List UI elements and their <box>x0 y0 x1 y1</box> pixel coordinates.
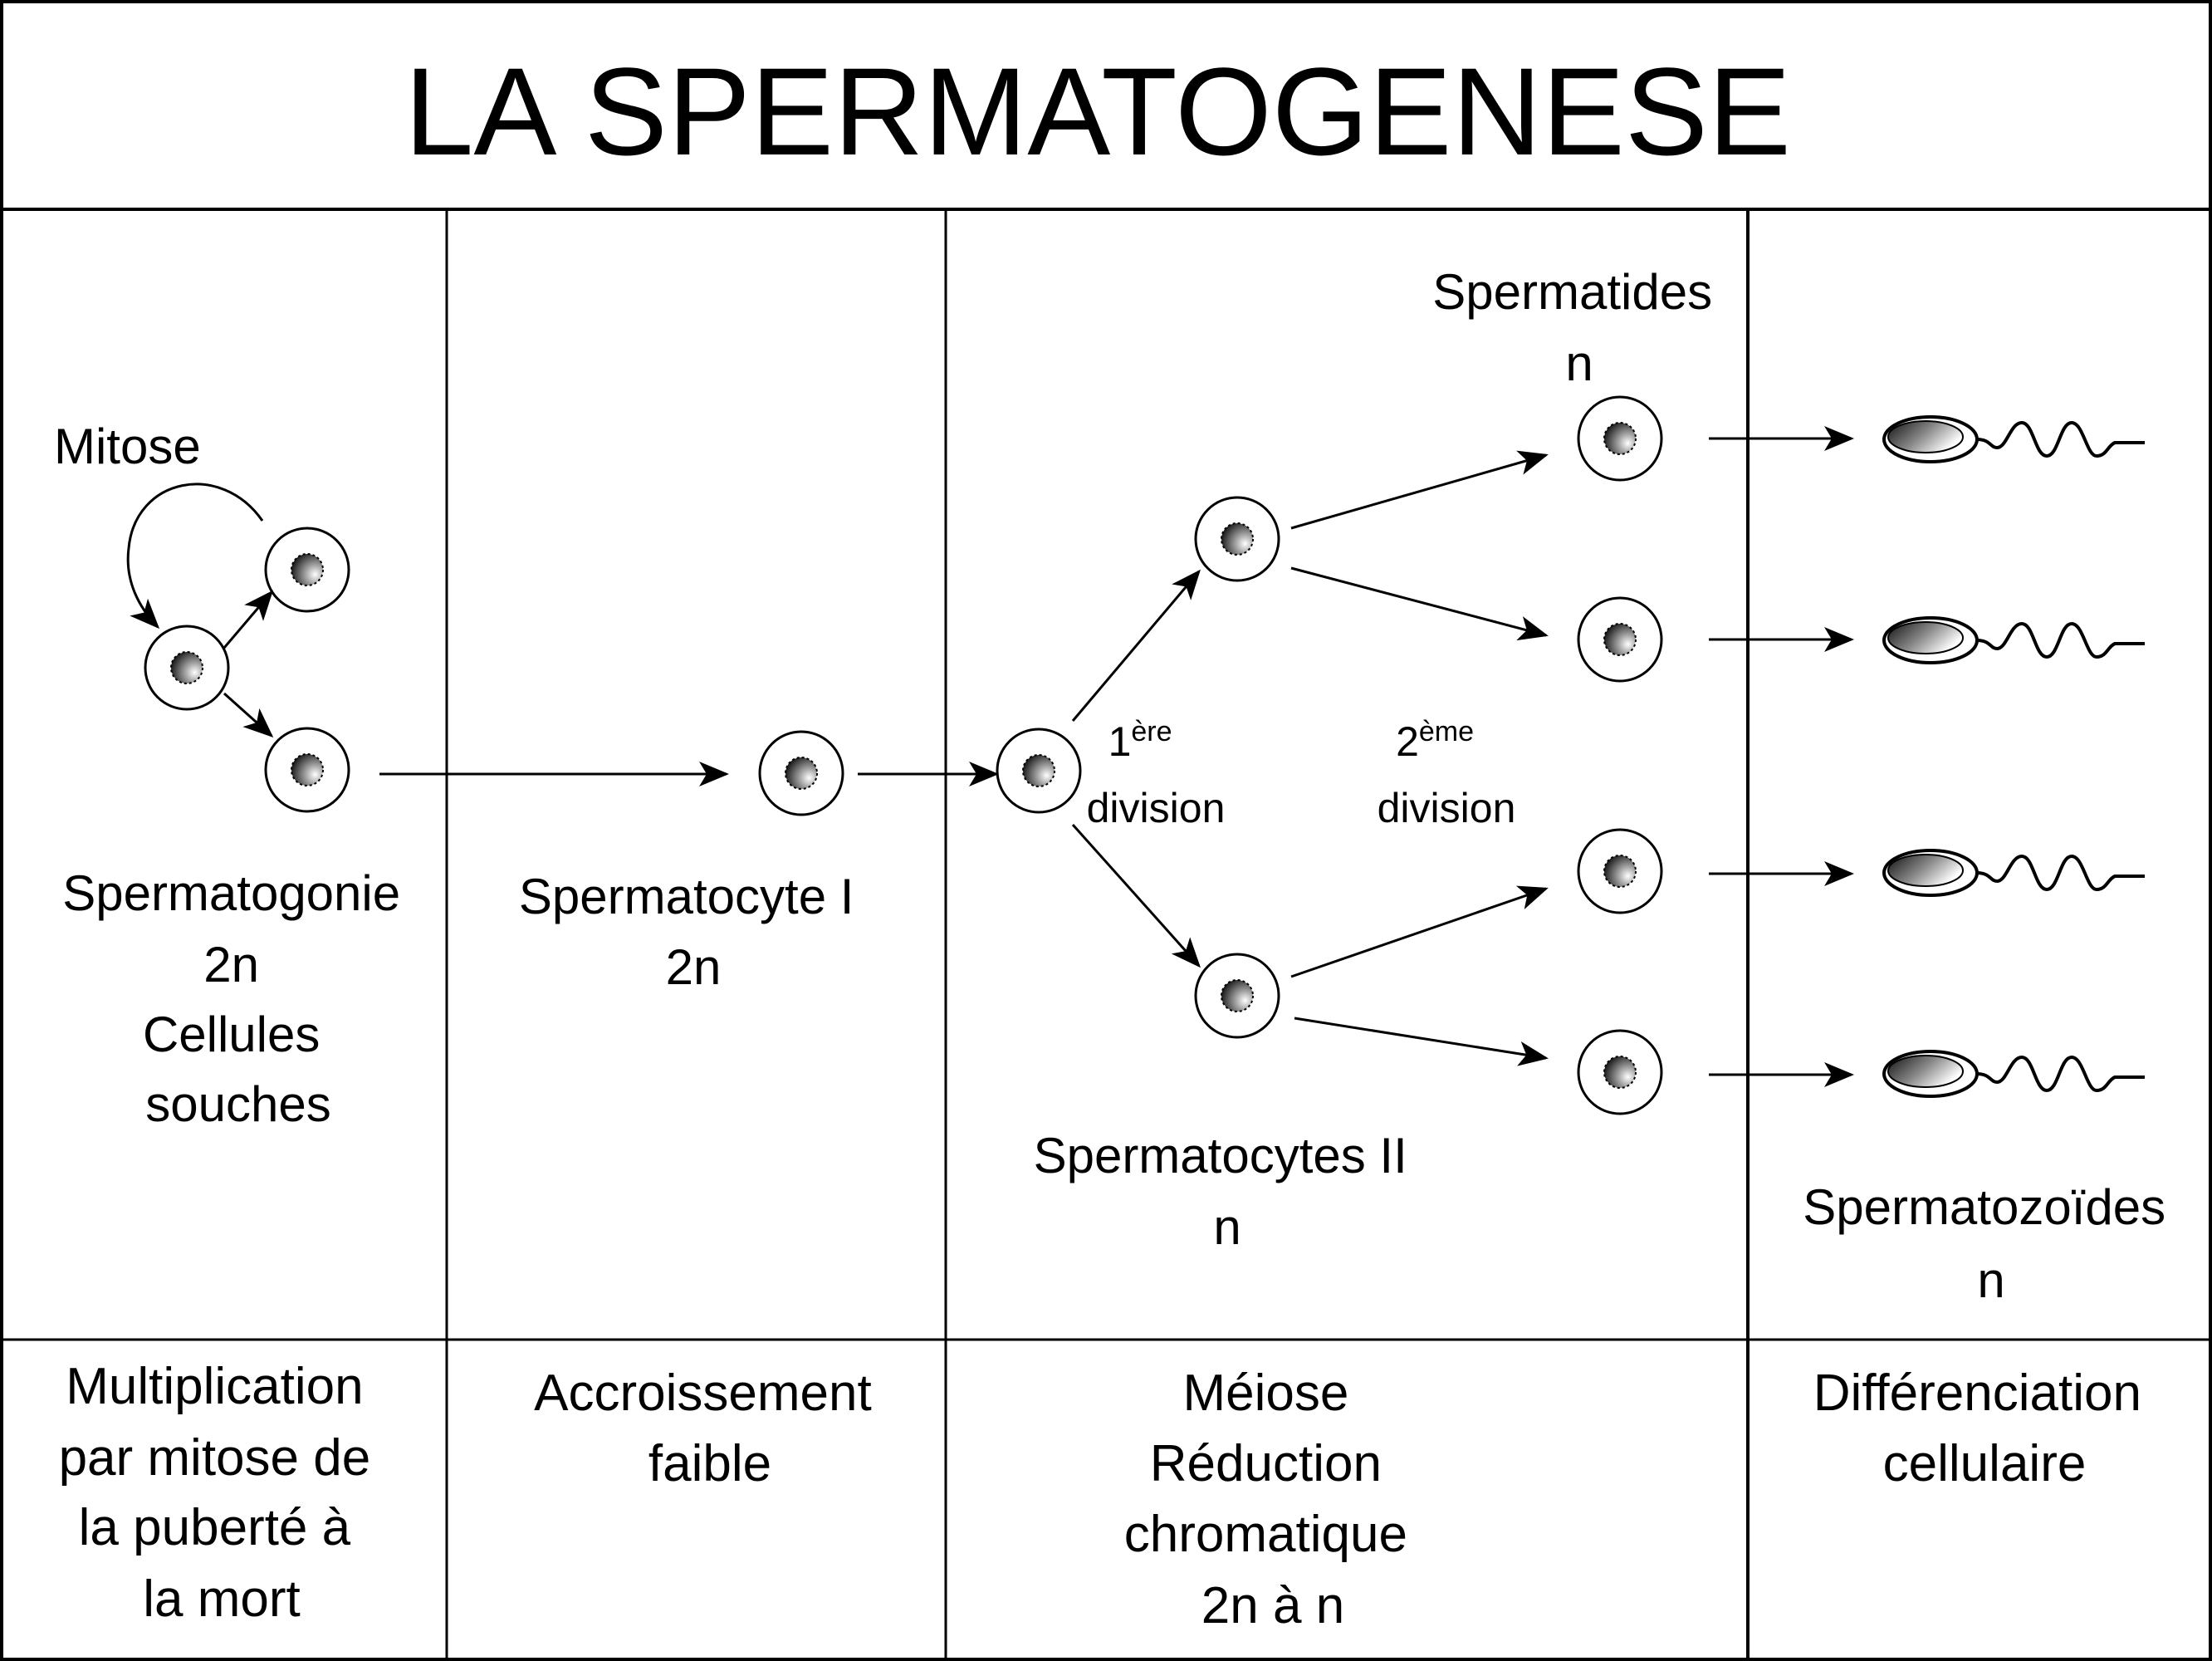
cell-spermatide-4 <box>1577 1029 1663 1115</box>
label-first-division: 1ère division <box>1087 703 1226 831</box>
phase-multiplication: Multiplication par mitose de la puberté … <box>59 1358 385 1628</box>
cell-meiosis-start <box>996 728 1082 814</box>
arrow-stem-to-bottom <box>223 692 274 738</box>
label-spermatogonie: Spermatogonie 2n Cellules souches <box>62 865 414 1132</box>
arrow-second-division-4 <box>1294 1017 1549 1066</box>
mitosis-loop-arrow <box>126 483 264 630</box>
arrow-first-division-bottom <box>1071 824 1201 968</box>
cell-spermatogonie-top <box>264 527 350 613</box>
cell-spermatide-1 <box>1577 395 1663 482</box>
label-spermatozoides: Spermatozoïdes n <box>1803 1179 2180 1308</box>
label-spermatocyte-1: Spermatocyte I 2n <box>519 869 868 995</box>
phase-accroissement: Accroissement faible <box>534 1365 886 1492</box>
cell-spermatocyte-2-top <box>1194 496 1280 582</box>
cell-spermatogonie-bottom <box>264 727 350 813</box>
label-spermatocytes-2: Spermatocytes II n <box>1034 1128 1422 1255</box>
arrow-second-division-2 <box>1290 566 1549 641</box>
arrow-second-division-3 <box>1290 885 1549 978</box>
spermatozoon-1 <box>1882 415 2145 463</box>
arrows <box>223 426 1854 1087</box>
page-title: LA SPERMATOGENESE <box>404 42 1791 181</box>
arrow-stem-to-top <box>223 590 273 649</box>
label-spermatides: Spermatides n <box>1432 264 1726 391</box>
arrow-first-division-top <box>1071 569 1201 722</box>
spermatozoon-2 <box>1882 616 2145 664</box>
cell-spermatide-3 <box>1577 828 1663 914</box>
phase-meiose: Méiose Réduction chromatique 2n à n <box>1124 1365 1422 1634</box>
cell-spermatocyte-2-bottom <box>1194 953 1280 1039</box>
cell-spermatocyte-1 <box>758 730 844 816</box>
phase-differenciation: Différenciation cellulaire <box>1813 1365 2156 1492</box>
label-second-division: 2ème division <box>1378 703 1516 831</box>
spermatozoon-4 <box>1882 1050 2145 1098</box>
cell-spermatide-2 <box>1577 596 1663 683</box>
cell-spermatogonie-stem <box>144 625 230 711</box>
spermatozoon-3 <box>1882 849 2145 897</box>
arrow-second-division-1 <box>1290 450 1549 530</box>
mitose-label: Mitose <box>54 419 201 474</box>
